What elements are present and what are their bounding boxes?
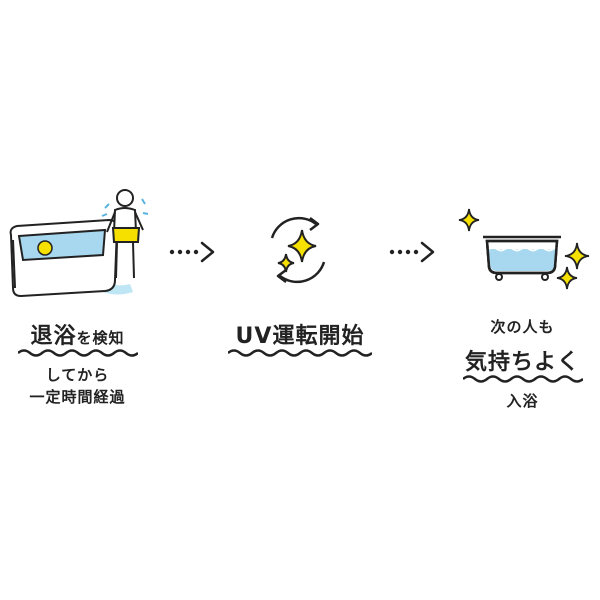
step1-sub-line-1: してから bbox=[45, 366, 110, 384]
uv-sparkle-cycle-icon bbox=[270, 216, 326, 284]
step1-sub-line-2: 一定時間経過 bbox=[29, 388, 126, 406]
step2-wave-underline bbox=[228, 349, 372, 357]
step1-wave-underline bbox=[18, 349, 138, 357]
step1-title-emph: 退浴 bbox=[30, 324, 77, 349]
step1-title-rest: を検知 bbox=[76, 329, 125, 347]
step3-pre-text: 次の人も bbox=[490, 318, 555, 336]
step2-title: UV運転開始 bbox=[235, 324, 365, 349]
step1-title: 退浴を検知 bbox=[0, 318, 155, 350]
bathtub-person-icon bbox=[9, 189, 149, 298]
arrow-right-icon bbox=[169, 241, 215, 263]
step3-wave-underline bbox=[463, 375, 583, 383]
step3-post-text: 入浴 bbox=[506, 392, 539, 410]
step3-title: 気持ちよく bbox=[464, 350, 580, 375]
arrow-right-icon bbox=[389, 241, 435, 263]
clean-bathtub-sparkle-icon bbox=[458, 208, 590, 290]
